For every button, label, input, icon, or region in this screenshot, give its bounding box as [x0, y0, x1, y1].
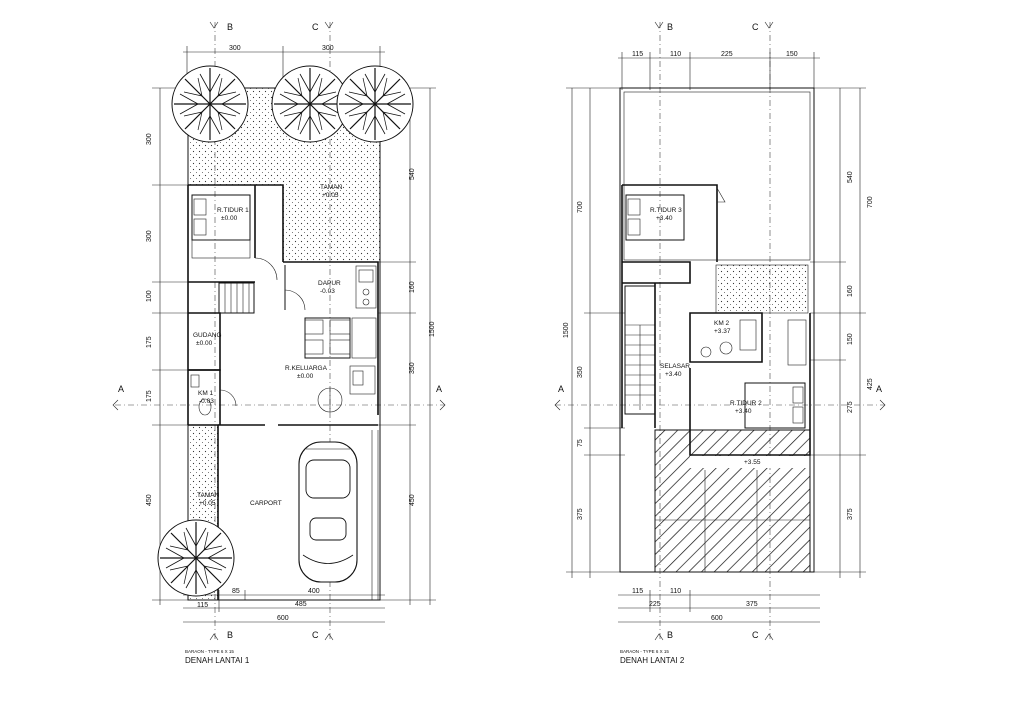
dim-left-1: 300: [146, 133, 153, 145]
room-taman2-name: TAMAN: [197, 492, 220, 499]
f2-dim-top-3: 225: [721, 51, 733, 58]
floor1-section-markers: [112, 21, 446, 641]
dim-right-2: 160: [409, 281, 416, 293]
f2-dim-right-5: 375: [847, 508, 854, 520]
f2-dim-left-2: 350: [577, 366, 584, 378]
room-km1-level: -0.03: [199, 398, 214, 405]
room-taman2-level: +0.05: [199, 500, 216, 507]
f2-dim-bottom-mid-1: 225: [649, 601, 661, 608]
f2-room-tidur2-name: R.TIDUR 2: [730, 400, 762, 407]
room-dapur-name: DAPUR: [318, 280, 341, 287]
f2-dim-right-2: 160: [847, 285, 854, 297]
floor1-plan: [115, 22, 445, 640]
room-tidur1-name: R.TIDUR 1: [217, 207, 249, 214]
f2-dim-left-3: 75: [577, 439, 584, 447]
f2-dim-right-3: 150: [847, 333, 854, 345]
room-dapur-level: -0.03: [320, 288, 335, 295]
room-taman-name: TAMAN: [320, 184, 343, 191]
f2-dim-left-1: 700: [577, 201, 584, 213]
dim-left-4: 175: [146, 336, 153, 348]
f2-dim-left-4: 375: [577, 508, 584, 520]
section-c-bottom: C: [312, 630, 319, 640]
dim-bottom-mid: 485: [295, 601, 307, 608]
f2-dim-bottom-2: 110: [670, 588, 681, 595]
f2-room-tidur2-level: +3.40: [735, 408, 752, 415]
f2-section-b-bottom: B: [667, 630, 673, 640]
f2-section-b-top: B: [667, 22, 673, 32]
room-gudang-level: ±0.00: [196, 340, 213, 347]
section-c-top: C: [312, 22, 319, 32]
floor1-title: DENAH LANTAI 1: [185, 656, 250, 665]
room-keluarga-level: ±0.00: [297, 373, 314, 380]
f2-room-km2-level: +3.37: [714, 328, 731, 335]
f2-dim-right-inner-2: 425: [867, 378, 874, 390]
room-gudang-name: GUDANG: [193, 332, 222, 339]
f2-balkon-level: +3.55: [744, 459, 761, 466]
car-icon: [298, 441, 358, 583]
f2-room-selasar-level: +3.40: [665, 371, 682, 378]
f2-room-tidur3-name: R.TIDUR 3: [650, 207, 682, 214]
dim-right-3: 350: [409, 362, 416, 374]
dim-left-6: 450: [146, 494, 153, 506]
f2-dim-top-1: 115: [632, 51, 643, 58]
room-taman-level: +0.05: [322, 192, 339, 199]
section-a-left: A: [118, 384, 124, 394]
dim-right-total: 1500: [429, 321, 436, 337]
f2-dim-top-2: 110: [670, 51, 681, 58]
room-carport-name: CARPORT: [250, 500, 282, 507]
tree-icon: [171, 65, 249, 143]
f2-dim-top-4: 150: [786, 51, 798, 58]
f2-dim-right-inner-1: 700: [867, 196, 874, 208]
section-a-right: A: [436, 384, 442, 394]
floor1-caption-small: BARAON - TYPE 6 X 15: [185, 649, 234, 654]
dim-bottom-2: 85: [232, 588, 240, 595]
f2-room-selasar-name: SELASAR: [660, 363, 690, 370]
section-b-top: B: [227, 22, 233, 32]
dim-bottom-1: 115: [197, 602, 208, 609]
dim-left-3: 100: [146, 290, 153, 302]
dim-left-2: 300: [146, 230, 153, 242]
dim-right-1: 540: [409, 168, 416, 180]
dim-left-5: 175: [146, 390, 153, 402]
dim-bottom-total: 600: [277, 615, 289, 622]
f2-section-c-top: C: [752, 22, 759, 32]
section-b-bottom: B: [227, 630, 233, 640]
f2-room-tidur3-level: +3.40: [656, 215, 673, 222]
dim-top-1: 300: [229, 45, 241, 52]
room-keluarga-name: R.KELUARGA: [285, 365, 328, 372]
dim-right-4: 450: [409, 494, 416, 506]
f2-dim-bottom-1: 115: [632, 588, 643, 595]
f2-dim-left-total: 1500: [563, 322, 570, 338]
f2-section-a-right: A: [876, 384, 882, 394]
f2-dim-bottom-total: 600: [711, 615, 723, 622]
f2-dim-bottom-mid-2: 375: [746, 601, 758, 608]
floor2-caption-small: BARAON - TYPE 6 X 15: [620, 649, 669, 654]
f2-room-km2-name: KM 2: [714, 320, 730, 327]
dim-bottom-3: 400: [308, 588, 320, 595]
floor2-title: DENAH LANTAI 2: [620, 656, 685, 665]
tree-icon: [336, 65, 414, 143]
dim-top-2: 300: [322, 45, 334, 52]
room-tidur1-level: ±0.00: [221, 215, 238, 222]
f2-dim-right-1: 540: [847, 171, 854, 183]
f2-dim-right-4: 275: [847, 401, 854, 413]
f2-section-c-bottom: C: [752, 630, 759, 640]
floor2-labels: B C B C A A 115 110 225 150 700 350 75 3…: [558, 22, 882, 665]
floor2-section-markers: [554, 21, 886, 641]
room-km1-name: KM 1: [198, 390, 214, 397]
floor2-plan: [555, 22, 885, 640]
f2-section-a-left: A: [558, 384, 564, 394]
tree-icon: [157, 519, 235, 597]
floor1-labels: B C B C A A 300 300 300 300 100 175 175 …: [118, 22, 442, 665]
